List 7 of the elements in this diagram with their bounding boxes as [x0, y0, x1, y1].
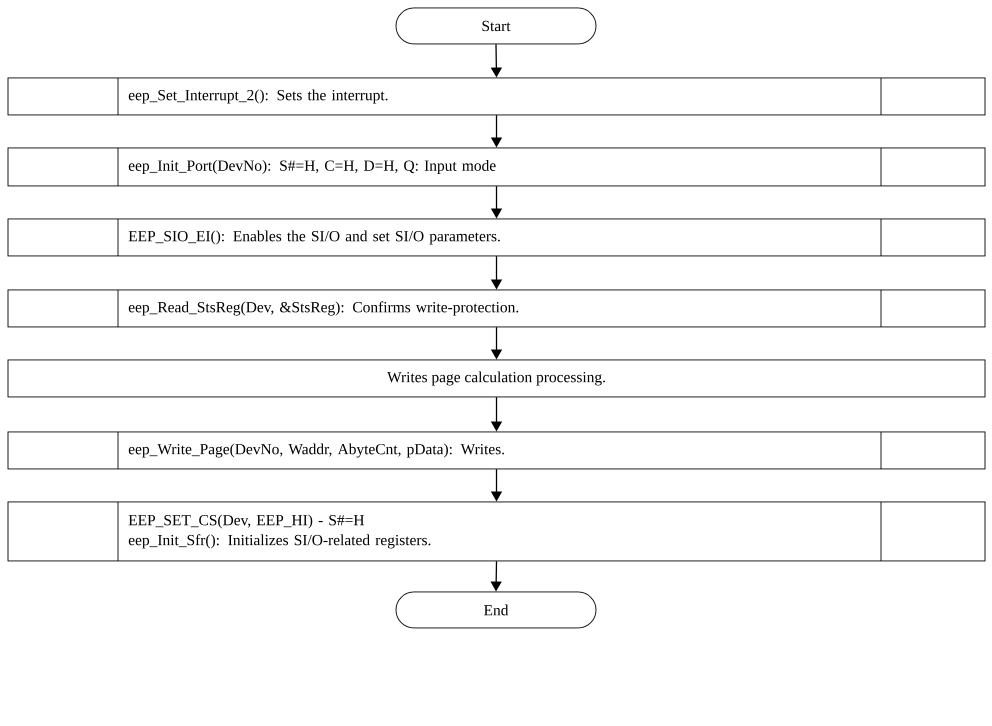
predefined-process-box: EEP_SET_CS(Dev, EEP_HI) - S#=H eep_Init_Sfr(): Initializes SI/O-related registers.	[8, 502, 986, 562]
predefined-process-box: eep_Init_Port(DevNo): S#=H, C=H, D=H, Q: Input mode	[8, 148, 986, 186]
predefined-process-box: EEP_SIO_EI(): Enables the SI/O and set SI/O parameters.	[8, 218, 986, 256]
predefined-process-box: eep_Read_StsReg(Dev, &StsReg): Confirms write-protection.	[8, 290, 986, 328]
predefined-process-box: eep_Write_Page(DevNo, Waddr, AbyteCnt, pData): Writes.	[8, 432, 986, 470]
process-box: Writes page calculation processing.	[8, 360, 986, 398]
predefined-process-box: eep_Set_Interrupt_2(): Sets the interrupt.	[8, 78, 986, 116]
